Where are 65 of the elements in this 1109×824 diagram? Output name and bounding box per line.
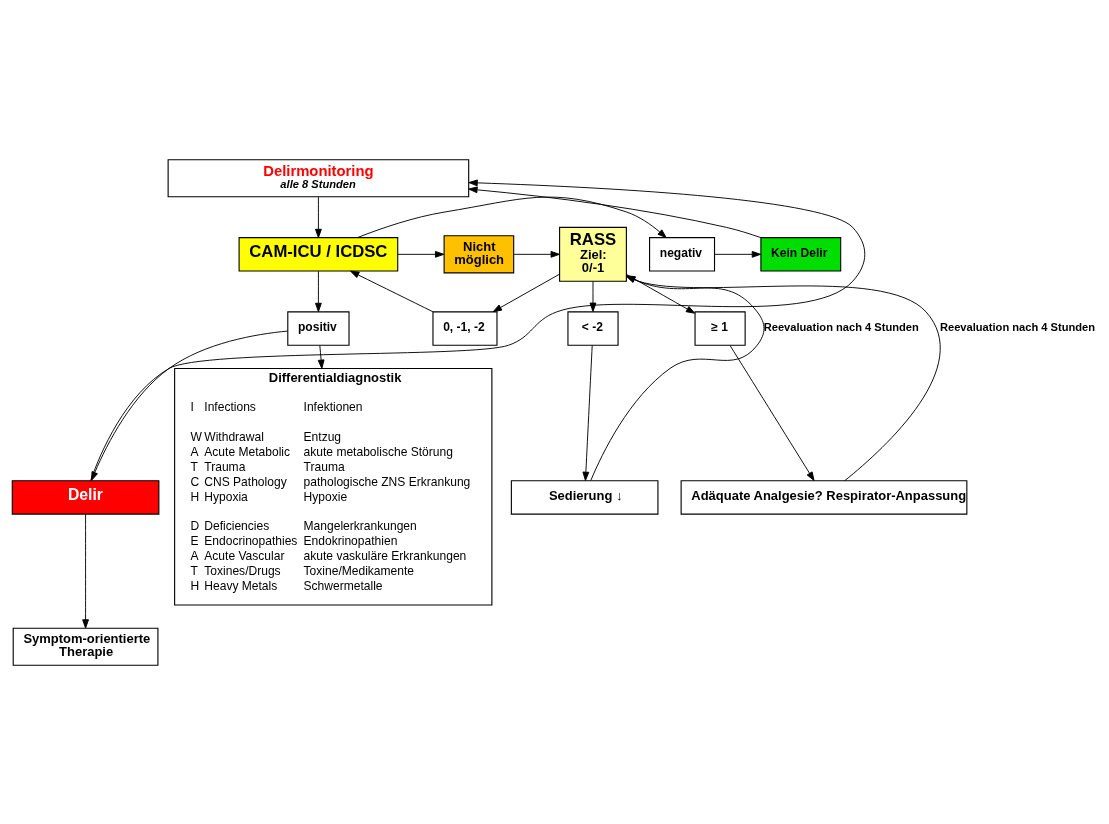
label: I: [190, 399, 194, 414]
arrow: [589, 280, 597, 312]
label: pathologische ZNS Erkrankung: [303, 474, 471, 489]
node-box: Symptom-orientierte Therapie: [12, 627, 159, 666]
label: T: [190, 563, 198, 578]
label: Entzug: [303, 429, 342, 444]
label: Trauma: [204, 459, 246, 474]
label: H: [190, 578, 200, 593]
label: Toxines/Drugs: [204, 563, 281, 578]
node-box: Delirmonitoring alle 8 Stunden: [167, 158, 470, 197]
label: Endocrinopathies: [204, 533, 298, 548]
edge-label: Reevaluation nach 4 Stunden: [763, 319, 919, 332]
node-box: Delir: [11, 479, 160, 515]
arrow: [315, 196, 322, 238]
label: Hypoxia: [204, 489, 248, 504]
arrow: [357, 196, 667, 238]
node-box: Adäquate Analgesie? Respirator-Anpassung: [680, 479, 968, 515]
label: Acute Vascular: [204, 548, 285, 563]
node-box: positiv: [287, 310, 350, 346]
label: Infektionen: [303, 399, 363, 414]
label: Trauma: [303, 459, 345, 474]
label: Acute Metabolic: [204, 444, 291, 459]
arrow: [315, 270, 322, 312]
arrow: [492, 273, 560, 312]
node-box: < -2: [567, 310, 619, 346]
node-box: Nicht möglich: [443, 234, 515, 273]
label: W: [190, 429, 202, 444]
label: Schwermetalle: [303, 578, 383, 593]
label: A: [190, 548, 199, 563]
node-box: Sedierung ↓: [510, 479, 659, 515]
arrow: [714, 250, 762, 258]
label: Deficiencies: [204, 518, 270, 533]
arrow: [317, 344, 325, 369]
node-box: RASS Ziel: 0/-1: [559, 226, 627, 282]
label: Heavy Metals: [204, 578, 278, 593]
label: Toxine/Medikamente: [303, 563, 415, 578]
arrow: [468, 185, 762, 238]
label: Endokrinopathien: [303, 533, 398, 548]
label: H: [190, 489, 200, 504]
label: Hypoxie: [303, 489, 348, 504]
label: T: [190, 459, 198, 474]
node-box: Kein Delir: [760, 236, 842, 272]
arrow: [91, 330, 289, 481]
label: A: [190, 444, 199, 459]
arrow: [82, 513, 89, 629]
label: CNS Pathology: [204, 474, 287, 489]
label: C: [190, 474, 200, 489]
node-box: negativ: [649, 236, 716, 272]
arrow: [729, 344, 815, 481]
node-box: 0, -1, -2: [432, 310, 498, 346]
arrow: [350, 270, 434, 312]
arrow: [90, 178, 866, 481]
arrow: [397, 250, 445, 258]
node-box: CAM-ICU / ICDSC: [238, 236, 399, 272]
node-box: ≥ 1: [694, 310, 746, 346]
edge-label: Reevaluation nach 4 Stunden: [939, 319, 1096, 332]
label: Withdrawal: [204, 429, 264, 444]
arrow: [513, 250, 560, 258]
label: D: [190, 518, 200, 533]
arrow: [582, 344, 593, 481]
label: akute vaskuläre Erkrankungen: [303, 548, 467, 563]
label: akute metabolische Störung: [303, 444, 453, 459]
label: Infections: [204, 399, 256, 414]
label: Mangelerkrankungen: [303, 518, 417, 533]
label: E: [190, 533, 199, 548]
